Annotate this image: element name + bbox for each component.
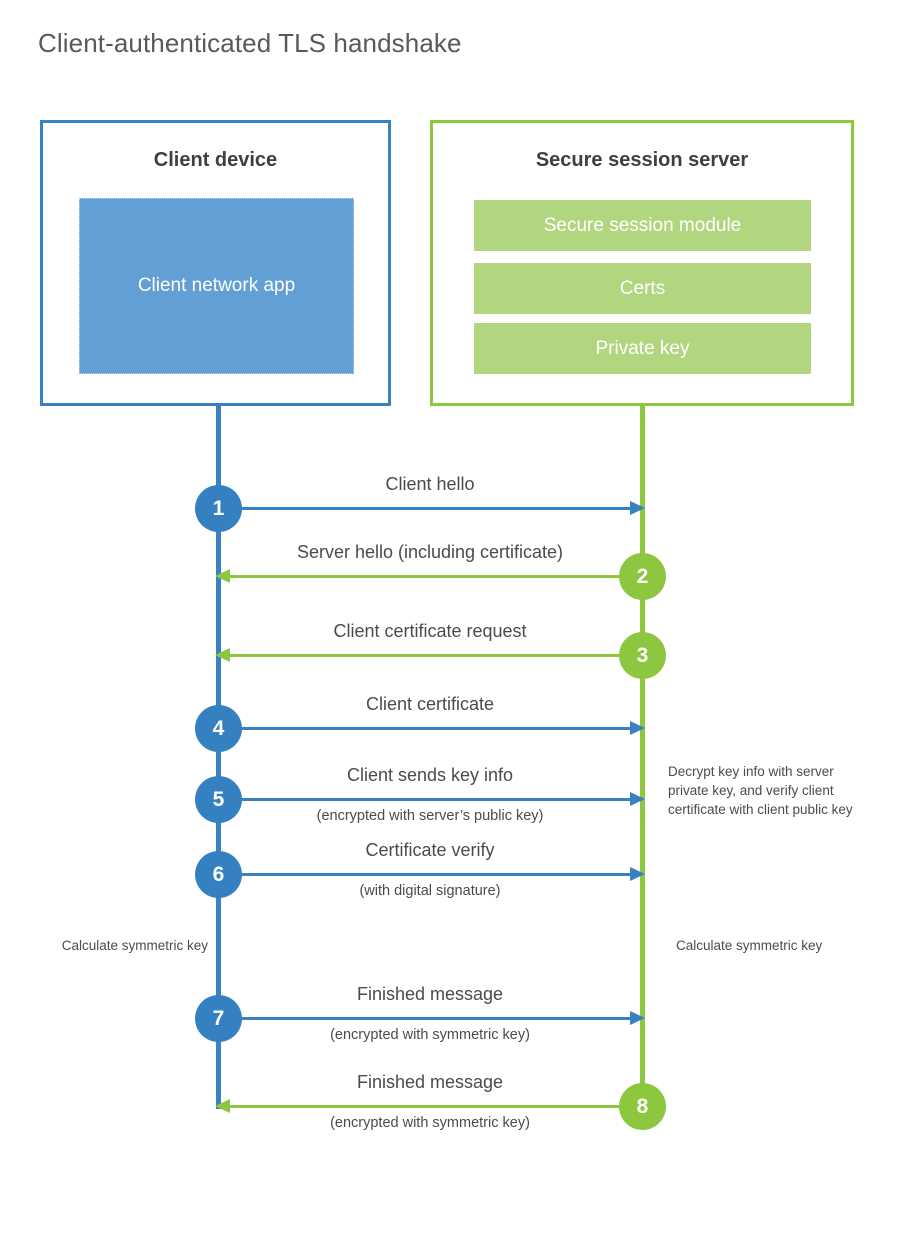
arrow-head-icon [630,501,645,515]
client-network-app-block: Client network app [79,198,354,374]
step-number-badge: 8 [619,1083,666,1130]
message-label: Certificate verify [365,840,495,860]
message-arrow-line [218,1017,642,1020]
arrow-head-icon [215,648,230,662]
client-lifeline [216,403,221,1109]
message-label: Client certificate [365,694,495,714]
arrow-head-icon [215,569,230,583]
arrow-head-icon [630,1011,645,1025]
server-component-certs: Certs [474,263,811,314]
page-title: Client-authenticated TLS handshake [38,28,462,58]
step-number-badge: 7 [195,995,242,1042]
step-number-badge: 4 [195,705,242,752]
message-sublabel: (encrypted with symmetric key) [330,1115,530,1131]
message-label: Finished message [356,1072,504,1092]
arrow-head-icon [215,1099,230,1113]
message-sublabel: (encrypted with server’s public key) [316,808,544,824]
secure-session-server-title: Secure session server [535,149,749,171]
note-client-calculate-symmetric-key: Calculate symmetric key [61,938,208,953]
server-component-private-key: Private key [474,323,811,374]
message-label: Finished message [356,984,504,1004]
step-number-badge: 5 [195,776,242,823]
message-arrow-line [218,1105,642,1108]
server-lifeline [640,403,645,1107]
secure-session-server-box: Secure session server Secure session mod… [430,120,854,406]
step-number-badge: 2 [619,553,666,600]
message-arrow-line [218,798,642,801]
message-arrow-line [218,727,642,730]
note-server-decrypt: Decrypt key info with server private key… [668,764,853,818]
step-number-badge: 3 [619,632,666,679]
message-arrow-line [218,873,642,876]
step-number-badge: 1 [195,485,242,532]
client-device-title: Client device [153,149,278,171]
arrow-head-icon [630,792,645,806]
message-sublabel: (encrypted with symmetric key) [330,1027,530,1043]
message-label: Client hello [385,474,475,494]
arrow-head-icon [630,867,645,881]
message-arrow-line [218,575,642,578]
message-label: Client certificate request [333,621,527,641]
message-arrow-line [218,654,642,657]
message-arrow-line [218,507,642,510]
arrow-head-icon [630,721,645,735]
message-label: Client sends key info [346,765,514,785]
server-component-secure-session-module: Secure session module [474,200,811,251]
note-server-calculate-symmetric-key: Calculate symmetric key [676,938,823,953]
client-device-box: Client device Client network app [40,120,391,406]
message-sublabel: (with digital signature) [359,883,501,899]
message-label: Server hello (including certificate) [296,542,564,562]
step-number-badge: 6 [195,851,242,898]
